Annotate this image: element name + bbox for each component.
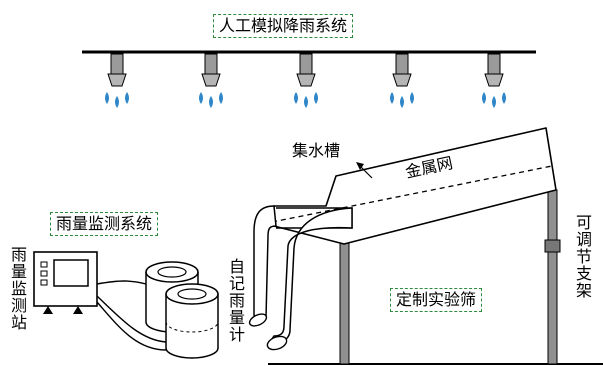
monitor-foot-right: [73, 306, 83, 314]
monitor-button-1: [40, 261, 48, 268]
outlet-tube-2-mouth: [266, 335, 288, 351]
support-leg-left: [339, 237, 350, 365]
self-recording-gauge-label: 自记雨量计: [226, 258, 245, 343]
cable-lower-a: [96, 295, 167, 343]
monitor-screen: [53, 259, 89, 287]
rain-system-label: 人工模拟降雨系统: [213, 14, 354, 38]
nozzle-4: [392, 53, 412, 87]
rain-monitor-system-label: 雨量监测系统: [50, 212, 159, 236]
nozzle-2: [201, 53, 221, 87]
rain-station-label: 雨量监测站: [8, 246, 27, 331]
trough-arrowhead: [356, 162, 364, 170]
adjustable-clamp: [544, 239, 561, 253]
support-leg-right: [547, 189, 558, 365]
outlet-tube-1-mouth: [248, 313, 268, 327]
monitor-button-2: [40, 270, 48, 277]
nozzle-1: [107, 53, 127, 87]
metal-mesh-line: [271, 165, 553, 223]
monitor-button-3: [40, 279, 48, 286]
sieve-label: 定制实验筛: [390, 288, 483, 312]
cable-upper: [96, 280, 147, 285]
water-drops: [105, 92, 506, 108]
monitor-foot-left: [43, 306, 53, 314]
nozzle-3: [296, 53, 316, 87]
trough-label: 集水槽: [292, 141, 341, 160]
cable-lower-b: [96, 301, 167, 351]
rain-gauge-front: [165, 283, 219, 359]
bracket-label: 可调节支架: [573, 214, 592, 299]
nozzle-5: [484, 53, 504, 87]
outlet-tube-1: [253, 205, 277, 323]
